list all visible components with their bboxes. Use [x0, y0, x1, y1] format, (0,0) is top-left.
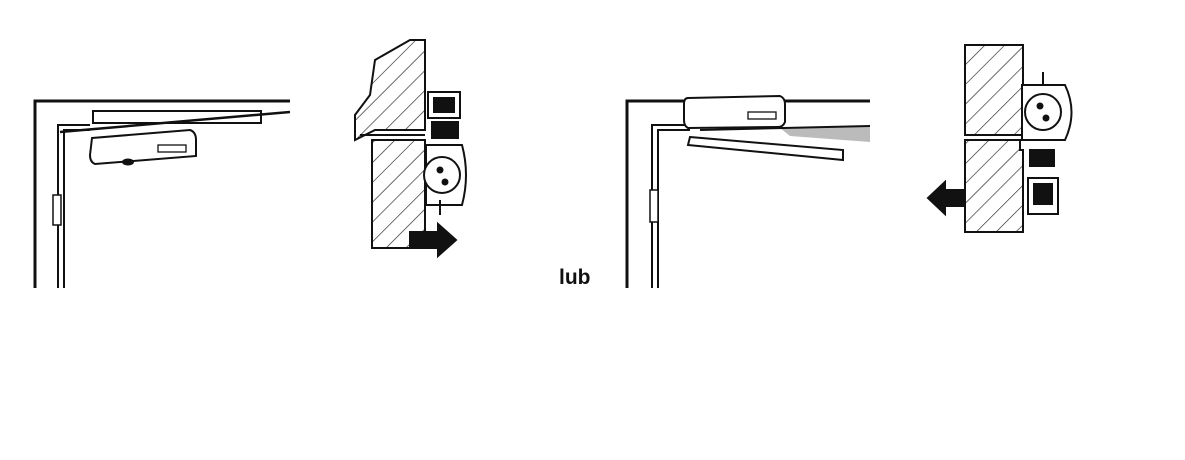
figure-push-side-mount: [625, 94, 871, 288]
figure-pull-side-mount: [33, 99, 291, 288]
or-label: lub: [559, 266, 591, 289]
figure-push-side-section: [926, 44, 1073, 233]
figure-pull-side-section: [354, 39, 467, 259]
